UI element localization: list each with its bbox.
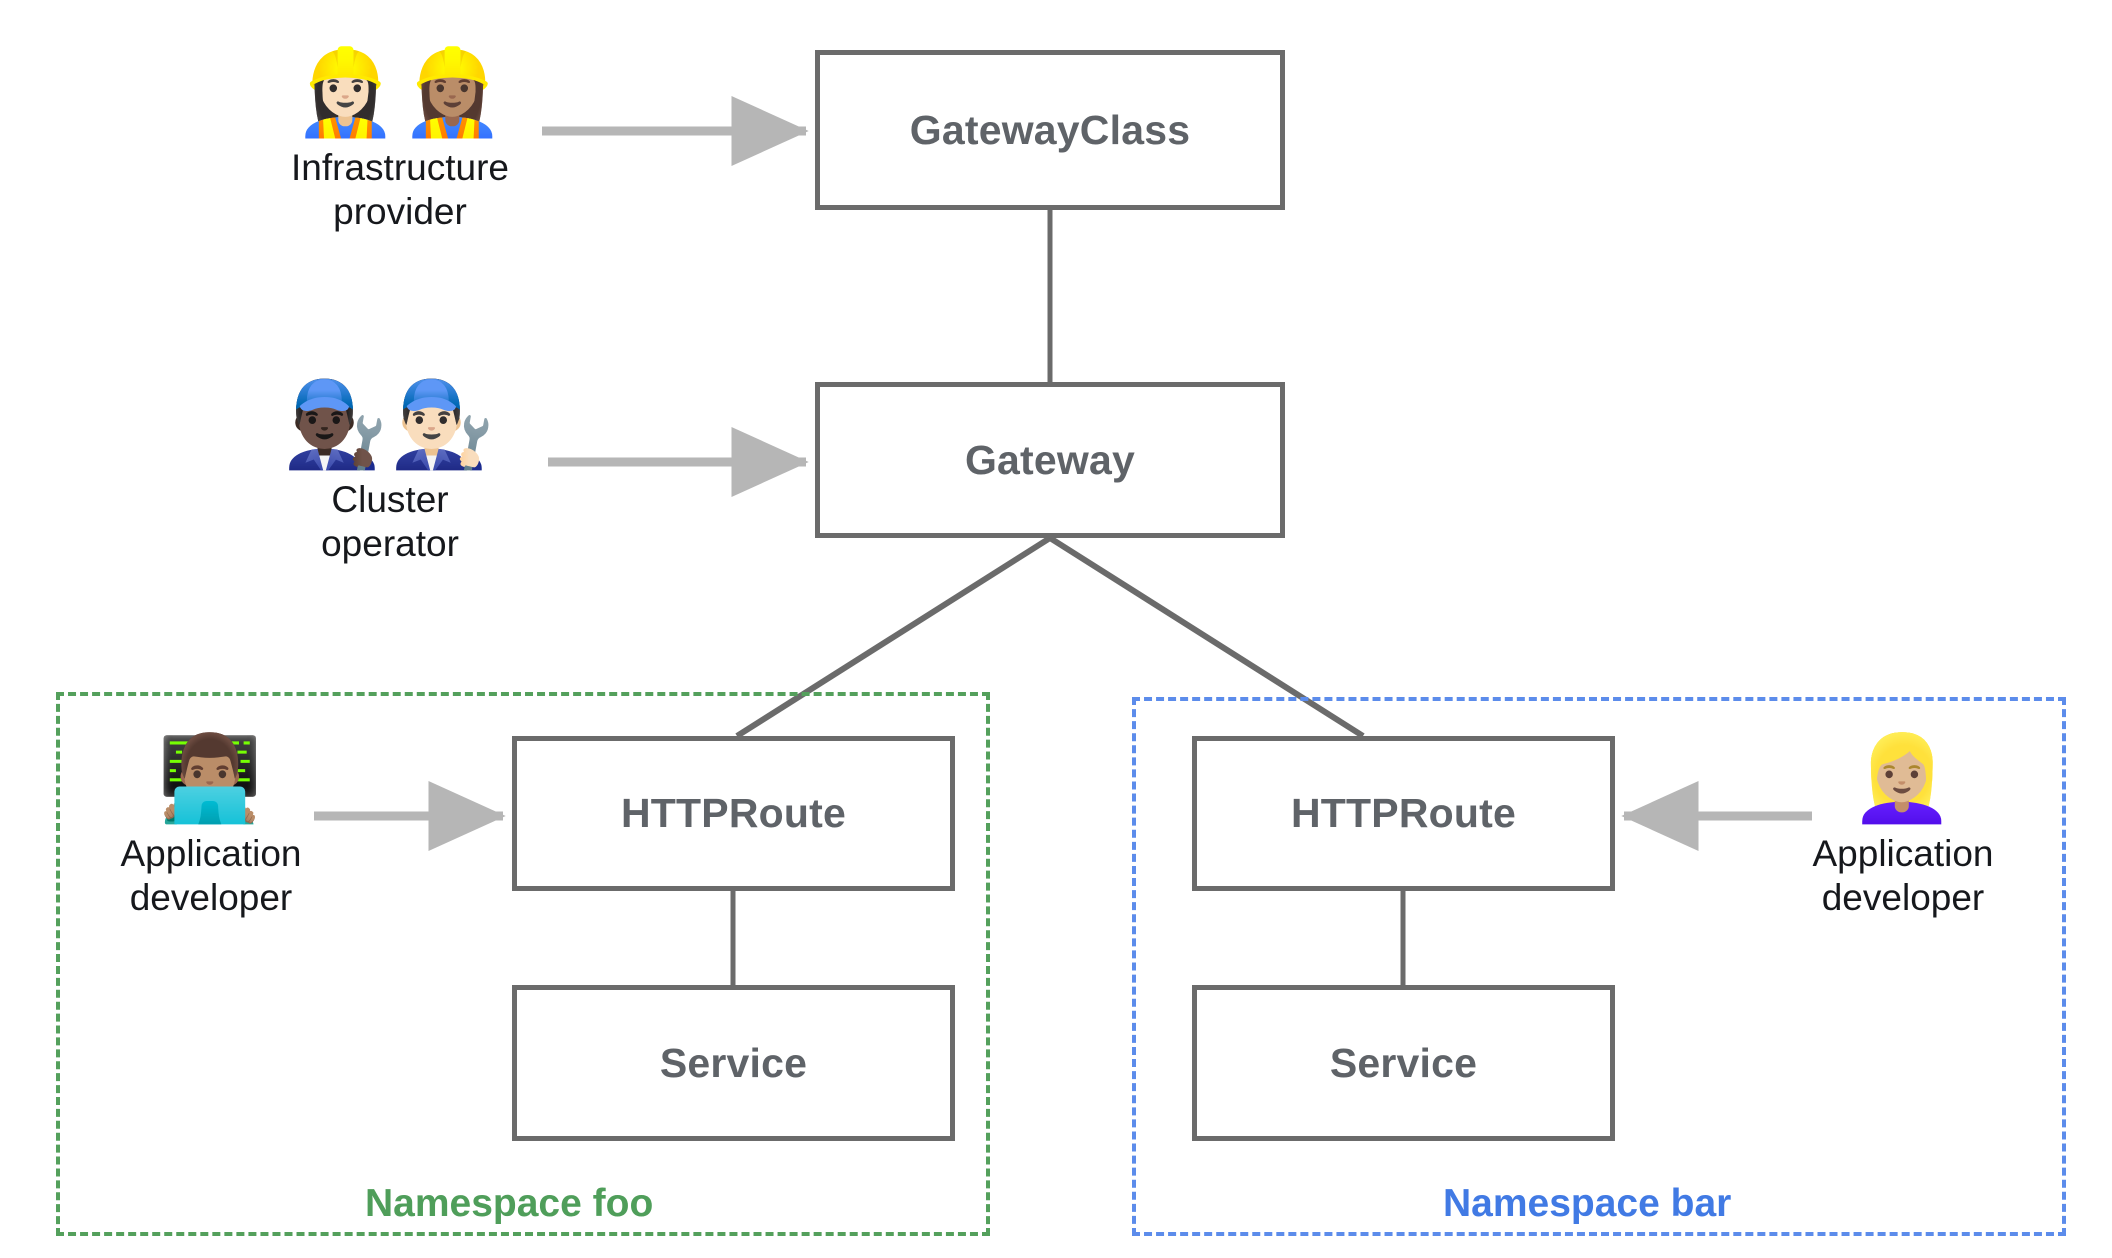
- persona-application-developer-bar: 👱🏼‍♀️ Application developer: [1790, 734, 2016, 920]
- construction-worker-woman-icon: 👷🏻‍♀️👷🏽‍♀️: [293, 43, 507, 141]
- node-httproute-foo-label: HTTPRoute: [621, 790, 846, 836]
- persona-application-developer-foo: 👨🏽‍💻 Application developer: [98, 734, 324, 920]
- persona-cluster-operator-label: Cluster operator: [321, 479, 459, 564]
- namespace-caption-foo: Namespace foo: [365, 1182, 654, 1225]
- node-service-bar-label: Service: [1329, 1039, 1478, 1086]
- mechanic-man-icon: 👨🏿‍🔧👨🏻‍🔧: [283, 375, 497, 473]
- node-gateway[interactable]: Gateway: [815, 382, 1285, 538]
- persona-infrastructure-provider: 👷🏻‍♀️👷🏽‍♀️ Infrastructure provider: [272, 48, 528, 234]
- blond-woman-laptop-icon: 👱🏼‍♀️: [1849, 729, 1957, 827]
- node-httproute-bar[interactable]: HTTPRoute: [1192, 736, 1615, 891]
- persona-infrastructure-provider-label: Infrastructure provider: [291, 147, 509, 232]
- node-gatewayclass-label: GatewayClass: [909, 106, 1191, 153]
- persona-application-developer-bar-label: Application developer: [1812, 833, 1994, 918]
- technologist-man-icon: 👨🏽‍💻: [157, 729, 265, 827]
- node-gateway-label: Gateway: [964, 436, 1136, 483]
- node-httproute-bar-label: HTTPRoute: [1291, 790, 1516, 836]
- namespace-frame-bar: [1132, 697, 2066, 1236]
- node-service-foo-label: Service: [659, 1039, 808, 1086]
- node-gatewayclass[interactable]: GatewayClass: [815, 50, 1285, 210]
- namespace-caption-bar: Namespace bar: [1443, 1182, 1732, 1225]
- node-httproute-foo[interactable]: HTTPRoute: [512, 736, 955, 891]
- node-service-foo[interactable]: Service: [512, 985, 955, 1141]
- node-service-bar[interactable]: Service: [1192, 985, 1615, 1141]
- persona-application-developer-foo-label: Application developer: [120, 833, 302, 918]
- persona-cluster-operator: 👨🏿‍🔧👨🏻‍🔧 Cluster operator: [262, 380, 518, 566]
- namespace-frame-foo: [56, 692, 990, 1236]
